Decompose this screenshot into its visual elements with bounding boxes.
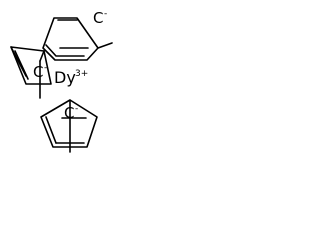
- bottom-ring-carbanion-label: C: [64, 104, 74, 122]
- top-ring-charge: -: [104, 9, 107, 19]
- dysprosium-charge: 3+: [75, 69, 88, 79]
- left-ring-charge: -: [44, 63, 47, 73]
- bottom-cyclopentadienyl-ring: C -: [40, 99, 98, 153]
- dysprosium-label: Dy: [54, 68, 76, 87]
- left-ring-carbanion-label: C: [33, 63, 43, 81]
- bottom-ring-charge: -: [75, 104, 78, 114]
- left-cyclopentadienyl-ring: C -: [10, 46, 52, 99]
- top-cyclopentadienyl-ring: C -: [42, 9, 113, 61]
- top-ring-carbanion-label: C: [93, 9, 103, 27]
- dysprosium-tris-cyclopentadienyl-structure: C - C - Dy 3+ C -: [10, 9, 113, 153]
- central-metal: Dy 3+: [54, 68, 88, 87]
